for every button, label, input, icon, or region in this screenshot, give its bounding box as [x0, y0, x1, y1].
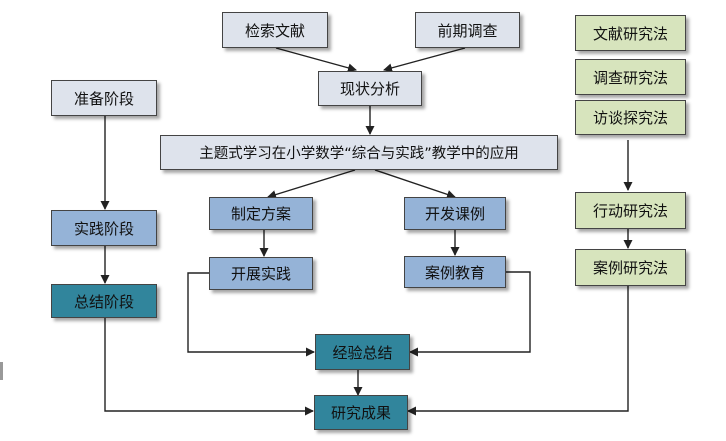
summary-stage-box: 总结阶段: [51, 284, 157, 318]
experience-summary-box: 经验总结: [315, 334, 410, 370]
arrow-survey-to-analysis: [383, 47, 466, 73]
theme-banner: 主题式学习在小学数学“综合与实践”教学中的应用: [160, 135, 558, 170]
action-method-box: 行动研究法: [575, 192, 686, 229]
status-analysis-box: 现状分析: [318, 71, 422, 106]
preliminary-survey-box: 前期调查: [415, 12, 520, 48]
arrow-education-to-summary: [409, 271, 531, 357]
arrow-banner-to-cases: [374, 169, 456, 199]
develop-cases-box: 开发课例: [404, 197, 506, 230]
arrow-practice-to-summary: [187, 272, 315, 357]
arrow-search-to-analysis: [275, 47, 357, 73]
case-education-box: 案例教育: [404, 256, 506, 288]
survey-method-box: 调查研究法: [575, 59, 686, 95]
literature-method-box: 文献研究法: [575, 15, 686, 51]
arrow-summary-stage-to-results: [104, 318, 314, 416]
arrow-case-method-to-results: [407, 286, 629, 416]
make-plan-box: 制定方案: [209, 197, 313, 230]
edge-mark: [0, 362, 3, 380]
arrow-banner-to-plan: [267, 169, 356, 199]
case-method-box: 案例研究法: [575, 249, 686, 286]
research-results-box: 研究成果: [314, 395, 408, 430]
search-literature-box: 检索文献: [222, 12, 328, 48]
preparation-stage-box: 准备阶段: [51, 80, 157, 116]
interview-method-box: 访谈探究法: [575, 100, 686, 135]
carry-out-practice-box: 开展实践: [209, 257, 313, 290]
practice-stage-box: 实践阶段: [51, 210, 157, 246]
